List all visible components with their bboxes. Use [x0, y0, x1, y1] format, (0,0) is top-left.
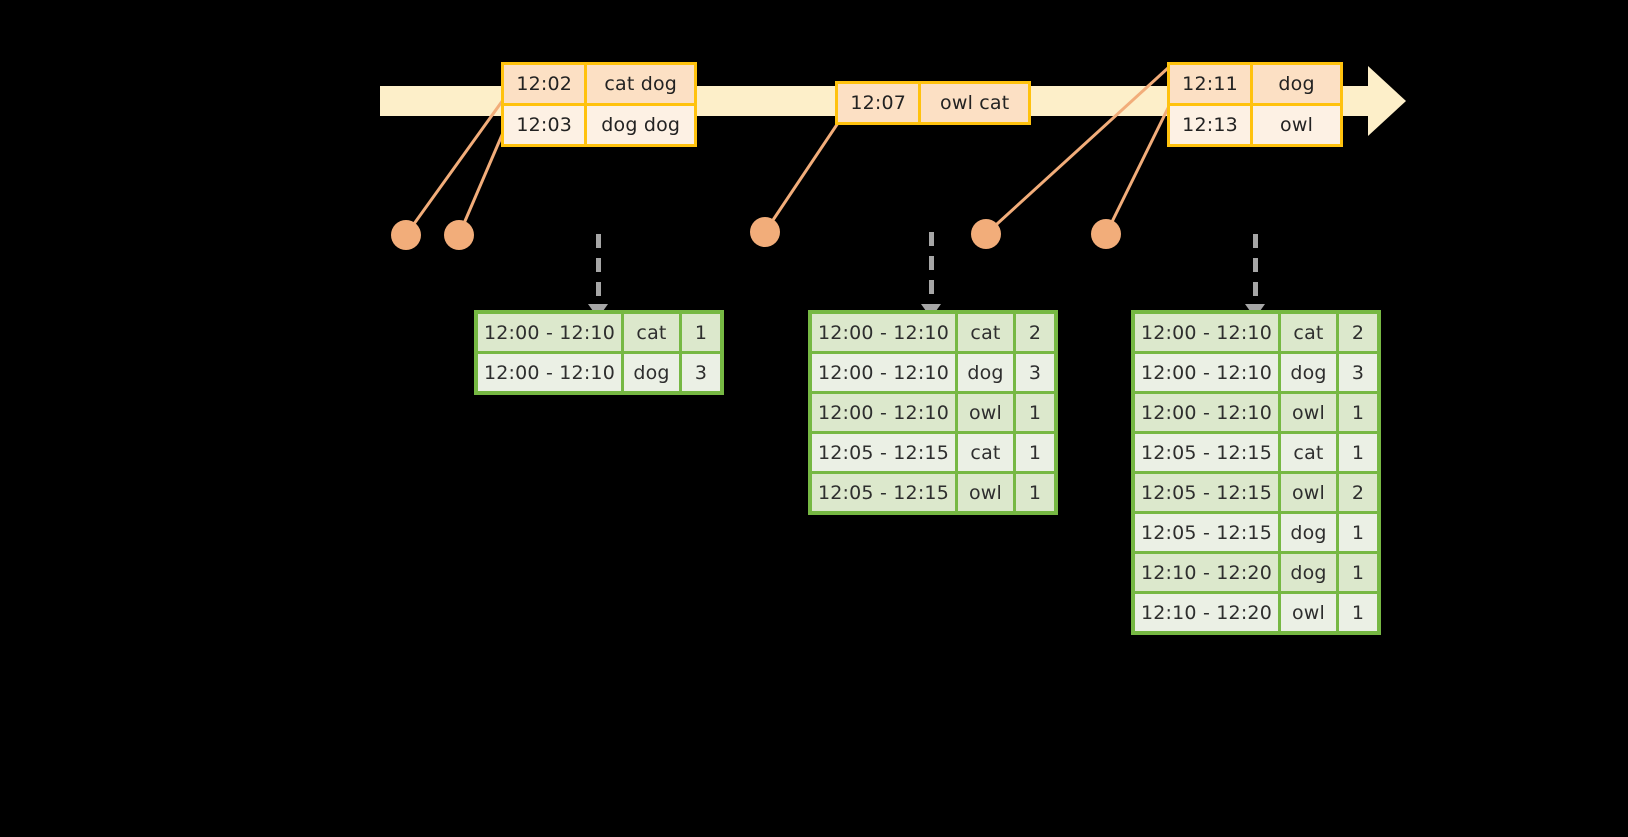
window-range-cell: 12:00 - 12:10 — [1135, 394, 1281, 431]
event-box-group-3: 12:11 dog 12:13 owl — [1167, 62, 1343, 147]
timeline-arrow-head — [1368, 66, 1406, 136]
event-row: 12:03 dog dog — [504, 103, 694, 144]
flow-arrow-2 — [921, 232, 941, 318]
event-box-group-1: 12:02 cat dog 12:03 dog dog — [501, 62, 697, 147]
count-cell: 1 — [1016, 434, 1054, 471]
event-row: 12:02 cat dog — [504, 65, 694, 103]
window-range-cell: 12:05 - 12:15 — [1135, 474, 1281, 511]
window-range-cell: 12:00 - 12:10 — [812, 314, 958, 351]
flow-arrow-stem — [595, 234, 601, 304]
event-box-group-2: 12:07 owl cat — [835, 81, 1031, 125]
window-range-cell: 12:00 - 12:10 — [812, 394, 958, 431]
event-payload: dog dog — [587, 106, 694, 144]
flow-arrow-3 — [1245, 234, 1265, 318]
word-key-cell: owl — [958, 474, 1016, 511]
flow-arrow-stem — [1252, 234, 1258, 304]
event-payload: dog — [1253, 65, 1340, 103]
count-cell: 1 — [1016, 474, 1054, 511]
event-marker-dot-5 — [1091, 219, 1121, 249]
count-cell: 1 — [1339, 594, 1377, 631]
event-payload: cat dog — [587, 65, 694, 103]
event-time: 12:13 — [1170, 106, 1254, 144]
event-marker-dot-3 — [750, 217, 780, 247]
event-row: 12:11 dog — [1170, 65, 1340, 103]
word-key-cell: owl — [958, 394, 1016, 431]
flow-arrow-stem — [928, 232, 934, 304]
word-key-cell: cat — [1281, 314, 1339, 351]
word-key-cell: cat — [958, 314, 1016, 351]
leader-line-2 — [457, 127, 507, 236]
window-range-cell: 12:05 - 12:15 — [1135, 514, 1281, 551]
event-time: 12:11 — [1170, 65, 1254, 103]
event-time: 12:02 — [504, 65, 588, 103]
window-range-cell: 12:00 - 12:10 — [478, 314, 624, 351]
flow-arrow-1 — [588, 234, 608, 318]
event-time: 12:03 — [504, 106, 588, 144]
window-range-cell: 12:10 - 12:20 — [1135, 594, 1281, 631]
event-marker-dot-1 — [391, 220, 421, 250]
count-cell: 3 — [682, 354, 720, 391]
count-cell: 1 — [1339, 554, 1377, 591]
word-key-cell: owl — [1281, 594, 1339, 631]
count-cell: 1 — [1339, 434, 1377, 471]
event-marker-dot-2 — [444, 220, 474, 250]
count-cell: 1 — [1339, 514, 1377, 551]
count-cell: 1 — [682, 314, 720, 351]
event-row: 12:13 owl — [1170, 103, 1340, 144]
word-key-cell: cat — [624, 314, 682, 351]
window-range-cell: 12:00 - 12:10 — [478, 354, 624, 391]
leader-line-1 — [404, 99, 505, 236]
count-cell: 2 — [1339, 314, 1377, 351]
leader-line-3 — [763, 122, 840, 233]
count-cell: 2 — [1339, 474, 1377, 511]
event-payload: owl — [1253, 106, 1340, 144]
count-cell: 3 — [1016, 354, 1054, 391]
word-key-cell: owl — [1281, 474, 1339, 511]
event-marker-dot-4 — [971, 219, 1001, 249]
count-cell: 3 — [1339, 354, 1377, 391]
word-key-cell: dog — [1281, 554, 1339, 591]
word-key-cell: dog — [1281, 514, 1339, 551]
count-cell: 2 — [1016, 314, 1054, 351]
window-range-cell: 12:05 - 12:15 — [1135, 434, 1281, 471]
word-key-cell: dog — [1281, 354, 1339, 391]
event-payload: owl cat — [921, 84, 1028, 122]
window-range-cell: 12:10 - 12:20 — [1135, 554, 1281, 591]
word-key-cell: owl — [1281, 394, 1339, 431]
word-key-cell: dog — [624, 354, 682, 391]
word-key-cell: cat — [958, 434, 1016, 471]
event-time: 12:07 — [838, 84, 922, 122]
window-range-cell: 12:05 - 12:15 — [812, 434, 958, 471]
window-range-cell: 12:00 - 12:10 — [1135, 314, 1281, 351]
count-cell: 1 — [1016, 394, 1054, 431]
count-cell: 1 — [1339, 394, 1377, 431]
word-key-cell: cat — [1281, 434, 1339, 471]
window-range-cell: 12:00 - 12:10 — [812, 354, 958, 391]
leader-line-5 — [1104, 99, 1174, 235]
event-row: 12:07 owl cat — [838, 84, 1028, 122]
window-range-cell: 12:00 - 12:10 — [1135, 354, 1281, 391]
window-range-cell: 12:05 - 12:15 — [812, 474, 958, 511]
word-key-cell: dog — [958, 354, 1016, 391]
